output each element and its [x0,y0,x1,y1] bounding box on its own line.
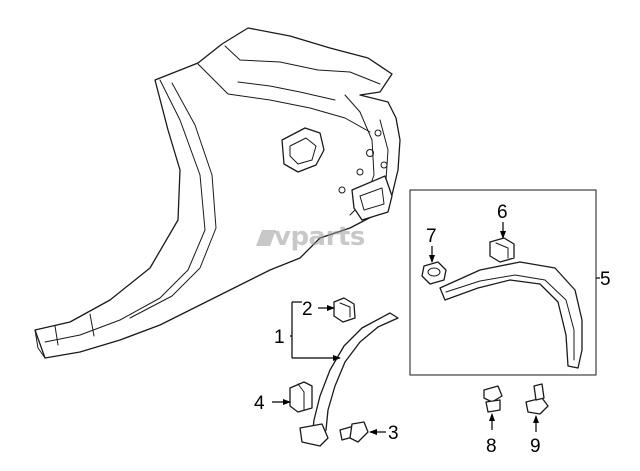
clip-part-6 [489,237,515,263]
callout-2: 2 [302,299,313,320]
callout-4: 4 [254,393,265,414]
quarter-panel [34,27,401,359]
bracket-part-4 [289,381,313,413]
watermark: vparts [256,222,365,252]
callout-5: 5 [600,269,611,290]
callout-1: 1 [274,327,285,348]
bolt-part-3 [339,421,369,443]
callout-7: 7 [426,226,437,247]
callout-3: 3 [388,423,399,444]
callout-9: 9 [530,436,541,457]
callout-8: 8 [486,436,497,457]
wheel-arch-flare [439,261,583,369]
clip-part-2 [333,297,356,323]
callout-labels: 1 2 3 4 5 6 7 8 9 [254,202,611,457]
leader-lines [272,222,600,435]
watermark-text: vparts [274,222,365,252]
assembly-box [409,189,597,376]
push-clip-part-8 [483,385,503,413]
wheel-molding-strip [299,312,399,447]
retainer-part-9 [525,383,549,415]
grommet-part-7 [421,261,447,285]
callout-6: 6 [497,202,508,223]
